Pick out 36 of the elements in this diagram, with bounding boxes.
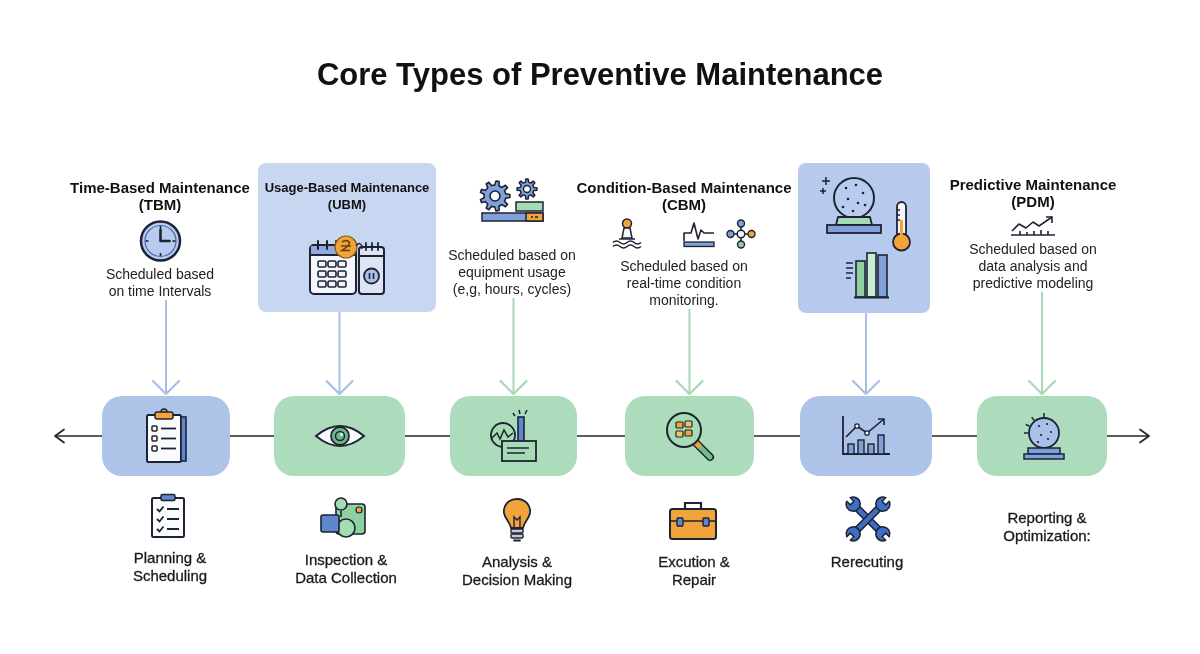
arrow: [151, 299, 181, 396]
type-description: Scheduled based on equipment usage (e,g, hours, cycles): [447, 247, 577, 298]
highlight-panel: [798, 163, 930, 313]
step-label: Excution & Repair: [657, 553, 731, 589]
connector-line: [229, 435, 275, 437]
arrow: [54, 428, 103, 444]
process-box: [102, 396, 230, 476]
step-label: Planning & Scheduling: [131, 549, 209, 585]
process-box: [977, 396, 1107, 476]
diagram-title: Core Types of Preventive Maintenance: [316, 57, 884, 93]
arrow: [499, 297, 528, 396]
type-description: Scheduled based on time Intervals: [104, 266, 216, 300]
type-heading: Condition-Based Maintenance (CBM): [575, 179, 793, 213]
connector-line: [753, 435, 801, 437]
step-label: Inspection & Data Collection: [294, 551, 398, 587]
connector-line: [931, 435, 978, 437]
type-heading: Usage-Based Maintenance (UBM): [263, 179, 431, 213]
process-box: [450, 396, 577, 476]
process-box: [800, 396, 932, 476]
connector-line: [576, 435, 626, 437]
step-label: Reporting & Optimization:: [1002, 509, 1092, 545]
arrow: [851, 312, 881, 396]
type-heading: Predictive Maintenance (PDM): [948, 176, 1118, 210]
arrow: [1027, 291, 1057, 396]
step-label: Analysis & Decision Making: [460, 553, 573, 589]
type-heading: Time-Based Maintenance (TBM): [69, 179, 251, 213]
step-label: Rerecuting: [830, 553, 904, 571]
arrow: [325, 311, 354, 396]
connector-line: [404, 435, 451, 437]
process-box: [274, 396, 405, 476]
highlight-panel: [258, 163, 436, 312]
type-description: Scheduled based on real-time condition monitoring.: [619, 258, 749, 309]
process-box: [625, 396, 754, 476]
type-description: Scheduled based on data analysis and predictive modeling: [968, 241, 1098, 292]
arrow: [675, 308, 704, 396]
arrow: [1106, 428, 1150, 444]
